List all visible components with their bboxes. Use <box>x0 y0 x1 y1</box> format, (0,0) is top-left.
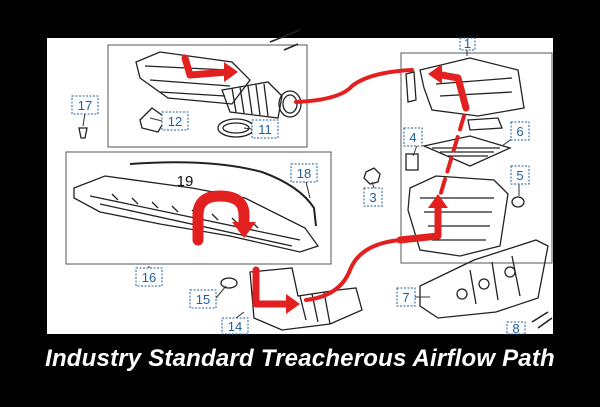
intake-duct-group-box <box>107 44 308 148</box>
airflow-arrow-box <box>396 202 442 244</box>
callout-11: 11 <box>251 119 279 139</box>
airflow-arrowhead-lid <box>428 64 442 84</box>
callout-17: 17 <box>71 95 99 115</box>
airflow-arrowhead-uturn <box>232 222 256 238</box>
svg-text:4: 4 <box>409 130 416 145</box>
callout-8: 8 <box>506 321 526 336</box>
svg-text:16: 16 <box>142 270 156 285</box>
svg-text:8: 8 <box>512 321 519 336</box>
callout-3: 3 <box>363 187 383 207</box>
airflow-arrow-inlet <box>181 54 232 79</box>
callout-4: 4 <box>403 127 423 147</box>
airflow-path <box>181 54 470 314</box>
svg-text:6: 6 <box>516 124 523 139</box>
airflow-arrow-lid <box>432 70 470 112</box>
svg-text:5: 5 <box>516 168 523 183</box>
svg-text:19: 19 <box>177 173 194 190</box>
callout-16: 16 <box>135 267 163 287</box>
callout-12: 12 <box>161 111 189 131</box>
svg-text:17: 17 <box>78 98 92 113</box>
caption: Industry Standard Treacherous Airflow Pa… <box>45 345 555 372</box>
airflow-arrowhead-elbow <box>286 294 300 314</box>
svg-text:1: 1 <box>464 36 471 51</box>
air-cleaner-group-box <box>400 52 553 264</box>
callout-18: 18 <box>290 163 318 183</box>
airflow-connector-bottom <box>304 238 402 302</box>
svg-text:14: 14 <box>228 319 242 334</box>
airflow-arrowhead-inlet <box>224 62 238 82</box>
airflow-arrowhead-box <box>428 194 448 208</box>
diagram-panel <box>47 38 553 334</box>
svg-text:15: 15 <box>196 292 210 307</box>
svg-text:11: 11 <box>258 122 272 137</box>
svg-text:12: 12 <box>168 114 182 129</box>
airflow-dashed-filter <box>438 114 466 198</box>
svg-text:3: 3 <box>369 190 376 205</box>
callout-5: 5 <box>510 165 530 185</box>
callout-19: 19 <box>177 173 194 190</box>
callout-1: 1 <box>459 36 476 51</box>
parts-line-art <box>73 29 553 331</box>
svg-text:18: 18 <box>297 166 311 181</box>
callout-15: 15 <box>189 289 217 309</box>
airflow-connector-top <box>294 68 414 104</box>
airflow-uturn <box>192 190 250 246</box>
svg-text:7: 7 <box>402 290 409 305</box>
shield-group-box <box>65 151 332 265</box>
callouts: 1 3 4 5 6 7 8 11 <box>71 36 530 336</box>
callout-14: 14 <box>221 317 249 335</box>
callout-6: 6 <box>510 121 530 141</box>
callout-7: 7 <box>396 287 416 307</box>
airflow-arrow-elbow <box>252 266 294 308</box>
